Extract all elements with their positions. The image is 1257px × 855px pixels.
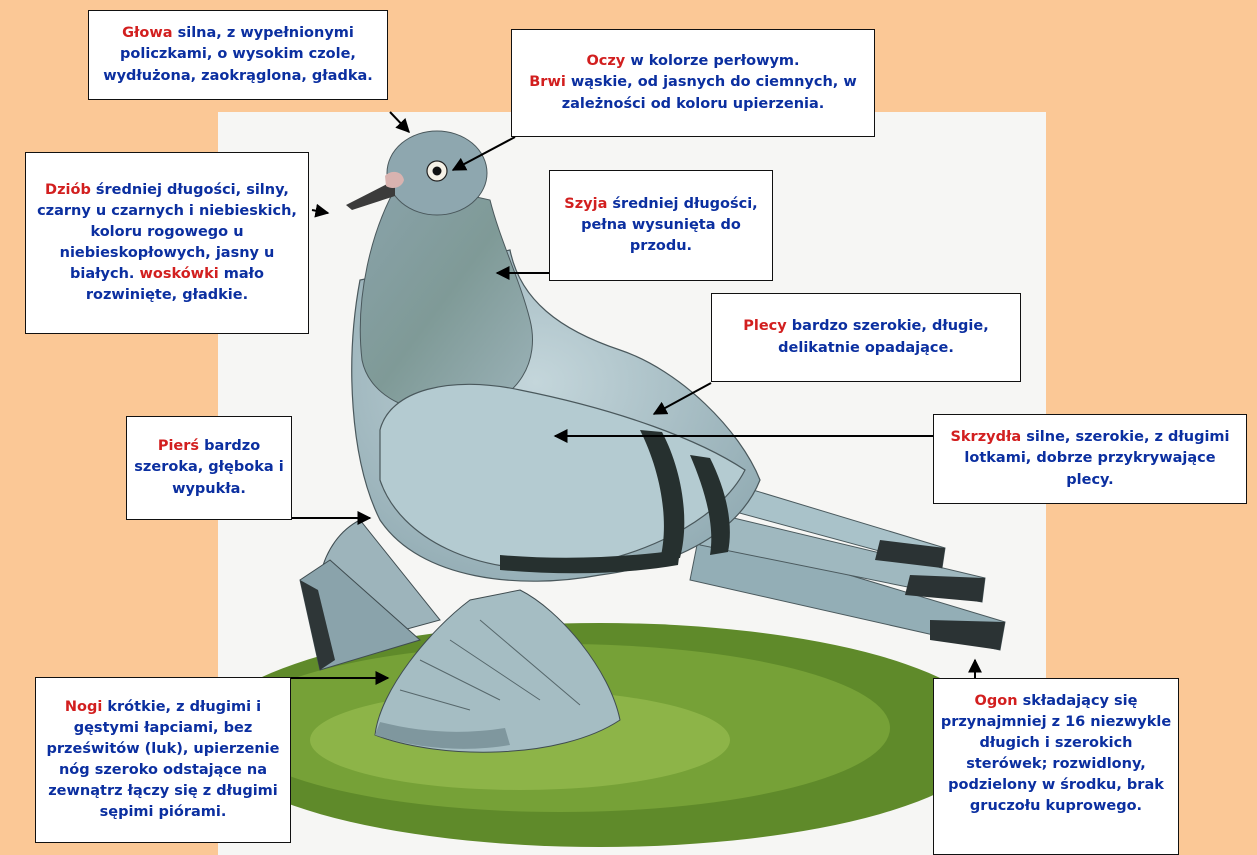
callout-plecy: Plecy bardzo szerokie, długie, delikatni… bbox=[711, 293, 1021, 382]
arrow-glowa bbox=[389, 111, 410, 134]
tail-feathers bbox=[689, 479, 1006, 651]
text-brwi: wąskie, od jasnych do ciemnych, w zależn… bbox=[561, 74, 857, 112]
keyword-brwi: Brwi bbox=[529, 74, 566, 91]
arrow-oczy bbox=[451, 136, 516, 171]
foot-feathers bbox=[299, 519, 621, 753]
callout-nogi: Nogi krótkie, z długimi i gęstymi łapcia… bbox=[35, 677, 291, 843]
keyword-skrzydla: Skrzydła bbox=[950, 429, 1022, 446]
text-skrzydla: silne, szerokie, z długimi lotkami, dobr… bbox=[964, 429, 1230, 488]
keyword-nogi: Nogi bbox=[64, 698, 103, 715]
callout-piers: Pierś bardzo szeroka, głęboka i wypukła. bbox=[126, 416, 292, 520]
pigeon-body bbox=[346, 130, 761, 582]
pointer-arrows bbox=[291, 111, 982, 685]
keyword-dziob: Dziób bbox=[45, 181, 91, 198]
text-szyja: średniej długości, pełna wysunięta do pr… bbox=[581, 195, 758, 254]
callout-dziob: Dziób średniej długości, silny, czarny u… bbox=[25, 152, 309, 334]
text-dziob: średniej długości, silny, czarny u czarn… bbox=[37, 181, 297, 283]
keyword-glowa: Głowa bbox=[122, 25, 173, 42]
callout-skrzydla: Skrzydła silne, szerokie, z długimi lotk… bbox=[933, 414, 1247, 504]
arrow-plecy bbox=[652, 382, 712, 415]
text-glowa: silna, z wypełnionymi policzkami, o wyso… bbox=[103, 25, 373, 84]
text-oczy: w kolorze perłowym. bbox=[625, 53, 800, 70]
keyword-woskowki: woskówki bbox=[139, 266, 219, 283]
callout-oczy: Oczy w kolorze perłowym. Brwi wąskie, od … bbox=[511, 29, 875, 137]
text-nogi: krótkie, z długimi i gęstymi łapciami, b… bbox=[46, 698, 280, 821]
text-woskowki: mało rozwinięte, gładkie. bbox=[85, 266, 264, 304]
text-ogon: składający się przynajmniej z 16 niezwyk… bbox=[940, 693, 1172, 815]
keyword-ogon: Ogon bbox=[974, 693, 1018, 709]
keyword-plecy: Plecy bbox=[743, 318, 787, 335]
keyword-oczy: Oczy bbox=[586, 53, 626, 70]
callout-glowa: Głowa silna, z wypełnionymi policzkami, … bbox=[88, 10, 388, 100]
text-plecy: bardzo szerokie, długie, delikatnie opad… bbox=[778, 318, 989, 356]
callout-szyja: Szyja średniej długości, pełna wysunięta… bbox=[549, 170, 773, 281]
keyword-szyja: Szyja bbox=[564, 195, 608, 212]
callout-ogon: Ogon składający się przynajmniej z 16 ni… bbox=[933, 678, 1179, 855]
keyword-piers: Pierś bbox=[157, 438, 200, 455]
text-piers: bardzo szeroka, głęboka i wypukła. bbox=[134, 438, 284, 497]
arrow-dziob bbox=[311, 203, 330, 218]
